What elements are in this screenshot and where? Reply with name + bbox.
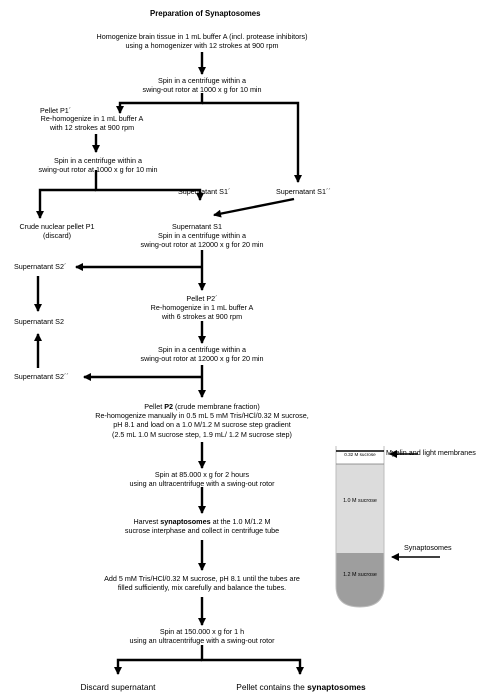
- diagram-title: Preparation of Synaptosomes: [150, 9, 261, 18]
- arrow-spin2-to-crude: [36, 188, 96, 219]
- arrow-spin6-split: [200, 645, 304, 675]
- step-harvest: Harvest synaptosomes at the 1.0 M/1.2 M …: [124, 517, 280, 536]
- tube-label-1-0m: 1.0 M sucrose: [343, 498, 377, 504]
- tube-layer-middle: [336, 464, 384, 553]
- label-supernatant-s2p: Supernatant S2´: [14, 262, 67, 271]
- label-myelin-light-membranes: Myelin and light membranes: [386, 448, 476, 457]
- centrifuge-tube: [335, 446, 440, 608]
- arrow-spin2-split: [94, 170, 204, 201]
- label-supernatant-s2pp: Supernatant S2´´: [14, 372, 69, 381]
- step-rehomogenize2: Pellet P2´Re-homogenize in 1 mL buffer A…: [150, 294, 254, 322]
- label-crude-nuclear-pellet: Crude nuclear pellet P1(discard): [19, 222, 95, 241]
- step-homogenize: Homogenize brain tissue in 1 mL buffer A…: [96, 32, 308, 51]
- label-supernatant-s1pp: Supernatant S1´´: [276, 187, 331, 196]
- tube-outline: [335, 446, 385, 608]
- arrow-spin1-to-pellet-p1: [116, 93, 204, 114]
- tube-layer-top: [336, 450, 384, 464]
- label-supernatant-s1: Supernatant S1: [172, 222, 222, 231]
- arrow-spin6-to-discard: [114, 658, 202, 675]
- step-add-buffer: Add 5 mM Tris/HCl/0.32 M sucrose, pH 8.1…: [104, 574, 300, 593]
- label-pellet-p2: Pellet P2 (crude membrane fraction): [144, 402, 260, 411]
- label-synaptosomes-band: Synaptosomes: [404, 543, 452, 552]
- tube-label-0-32m: 0.32 M sucrose: [344, 452, 376, 457]
- step-rehomogenize3: Pellet P2 (crude membrane fraction) Re-h…: [52, 402, 352, 439]
- label-pellet-synaptosomes: Pellet contains the synaptosomes: [236, 682, 366, 692]
- arrow-spin1-to-s1pp: [202, 101, 302, 183]
- tube-layer-bottom: [336, 553, 384, 607]
- label-supernatant-s1p: Supernatant S1´: [178, 187, 231, 196]
- arrow-s1pp-to-s1: [213, 197, 295, 218]
- label-discard-supernatant: Discard supernatant: [80, 682, 156, 692]
- tube-label-1-2m: 1.2 M sucrose: [343, 572, 377, 578]
- label-supernatant-s2: Supernatant S2: [14, 317, 64, 326]
- label-pellet-p1: Pellet P1´: [40, 106, 72, 115]
